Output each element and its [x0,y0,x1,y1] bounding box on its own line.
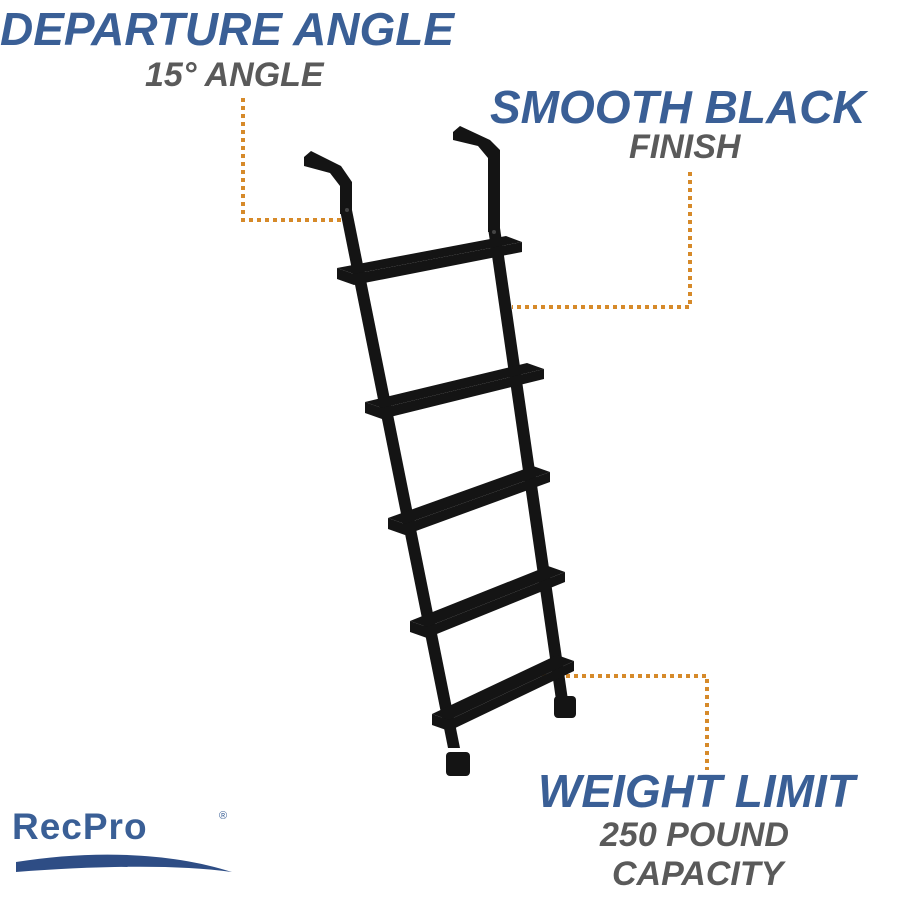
ladder-left-rail [340,210,460,748]
ladder-right-hook [453,126,500,232]
ladder-step [388,466,550,524]
weight-limit-heading: WEIGHT LIMIT [538,765,855,817]
ladder-step [365,402,382,419]
ladder [304,126,576,776]
smooth-black-heading: SMOOTH BLACK [490,81,866,133]
departure-angle-heading: DEPARTURE ANGLE [0,3,455,55]
ladder-right-foot [554,696,576,718]
logo-swoosh [16,854,232,872]
ladder-step [432,714,449,731]
finish-leader-line [512,172,692,309]
weight-capacity-line1: 250 POUND [600,816,789,854]
ladder-step [449,661,574,731]
ladder-step [388,518,405,535]
ladder-step [432,655,574,720]
leader-lines [241,98,709,770]
ladder-left-hook [304,151,352,214]
ladder-step [410,621,427,638]
ladder-right-rail [488,228,568,700]
logo-wordmark: RecPro [12,806,148,847]
ladder-step [427,572,565,638]
ladder-steps [337,236,574,731]
ladder-step [365,363,544,408]
weight-leader-line [534,674,709,770]
ladder-step [382,369,544,419]
registered-mark: ® [219,810,228,822]
ladder-step [405,472,550,535]
weight-capacity-line2: CAPACITY [612,855,784,893]
ladder-left-foot [446,752,470,776]
finish-detail: FINISH [629,128,741,166]
ladder-bolts [345,208,496,234]
ladder-step [354,242,522,285]
departure-leader-line [241,98,345,222]
recpro-logo: RecPro ® [12,808,242,888]
ladder-step [337,268,354,285]
ladder-step [337,236,522,274]
departure-angle-detail: 15° ANGLE [145,56,324,94]
ladder-step [410,566,565,627]
